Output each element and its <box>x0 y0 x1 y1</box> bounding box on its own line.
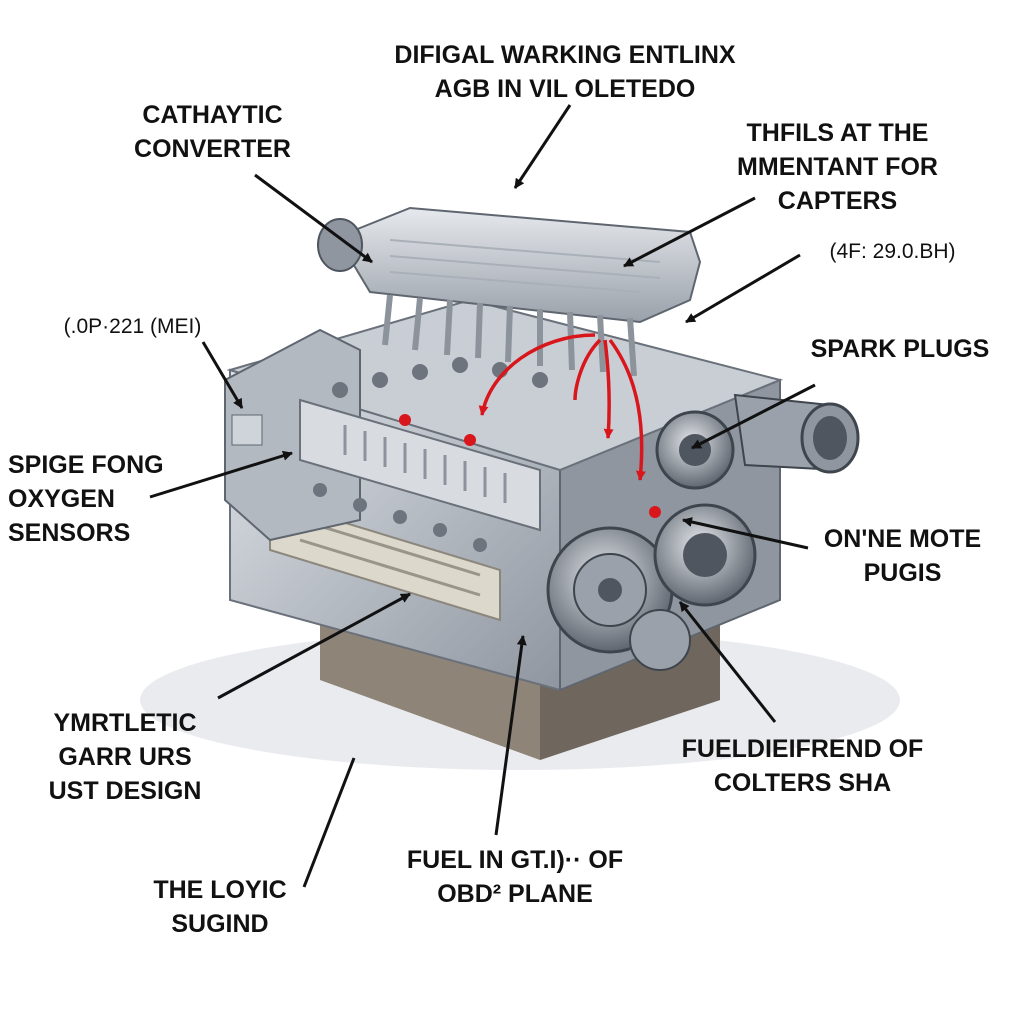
arrow-onne <box>682 517 809 550</box>
arrow-spige <box>149 450 293 499</box>
arrow-code-right <box>685 253 801 324</box>
arrow-fuel <box>494 635 527 836</box>
intake-pipe <box>733 393 860 474</box>
arrow-ymrtletic <box>217 592 411 700</box>
arrow-code-left <box>201 341 244 409</box>
label-code-left: (.0P·221 (MEI) <box>63 315 202 338</box>
arrow-loyic <box>302 757 356 888</box>
arrow-spark <box>691 383 816 450</box>
leader-lines <box>149 104 816 888</box>
label-spark-plugs: SPARK PLUGS <box>810 335 990 363</box>
arrow-catalytic <box>254 173 373 264</box>
intake-plenum <box>317 206 702 377</box>
arrow-top <box>513 104 572 189</box>
spark-plug-wires <box>478 333 646 481</box>
label-code-right: (4F: 29.0.BH) <box>829 240 956 263</box>
arrow-thfils <box>623 196 756 268</box>
arrow-fueldie <box>678 601 777 723</box>
engine-block <box>224 298 784 692</box>
